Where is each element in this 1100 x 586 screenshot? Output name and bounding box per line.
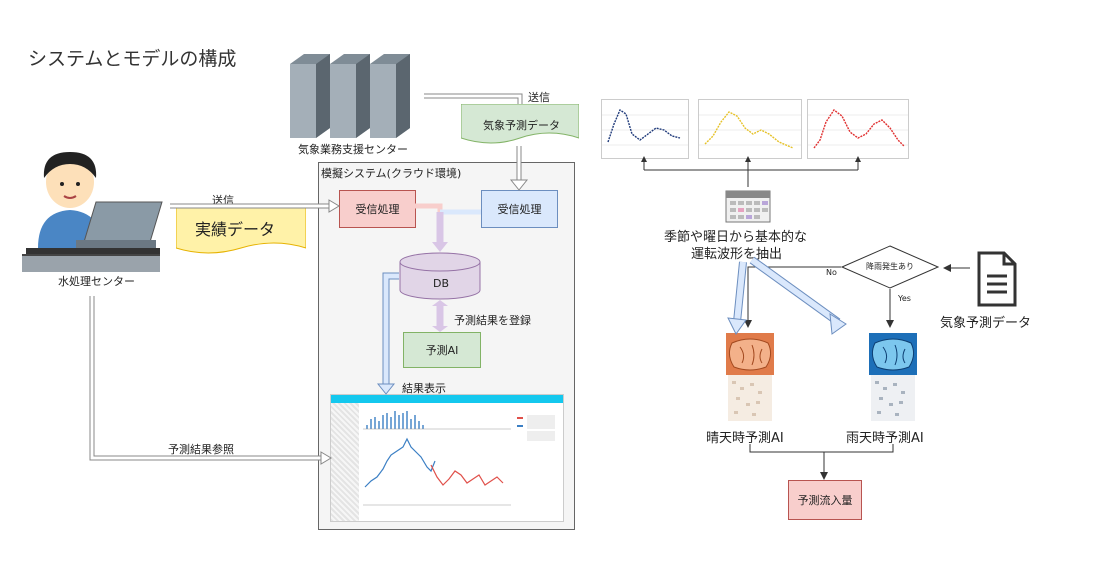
waveform-chart-red — [807, 99, 909, 159]
waveform-chart-yellow — [698, 99, 802, 159]
send-left-label: 送信 — [212, 194, 234, 207]
arrow-calendar-to-charts — [643, 160, 859, 187]
predict-ai-label: 予測AI — [425, 344, 459, 357]
desk — [22, 254, 160, 272]
weather-forecast-doc — [461, 104, 579, 146]
page-title: システムとモデルの構成 — [28, 48, 237, 70]
dashboard-header-bar — [331, 395, 563, 403]
receive-process-left-label: 受信処理 — [355, 203, 400, 216]
weather-center-label: 気象業務支援センター — [298, 143, 408, 156]
weather-forecast-doc-label: 気象予測データ — [483, 119, 560, 132]
rain-decision-label: 降雨発生あり — [866, 262, 914, 271]
actual-line — [364, 437, 436, 488]
operator-person-icon — [26, 140, 166, 255]
receive-process-left: 受信処理 — [339, 190, 416, 228]
rain-ai-label: 雨天時予測AI — [846, 431, 924, 446]
arrow-server-to-doc — [424, 93, 523, 104]
simulation-system-label: 模擬システム(クラウド環境) — [321, 167, 462, 180]
server-rack-icon — [290, 50, 422, 138]
weather-forecast-right-label: 気象予測データ — [940, 316, 1032, 331]
clear-ai-figure — [722, 333, 778, 421]
receive-process-right-label: 受信処理 — [497, 203, 542, 216]
result-ref-label: 予測結果参照 — [168, 443, 234, 456]
predict-ai-box: 予測AI — [403, 332, 481, 368]
document-icon — [976, 250, 1018, 308]
predict-line — [430, 464, 504, 486]
database-cylinder — [399, 252, 481, 300]
no-label: No — [826, 268, 837, 277]
receive-process-right: 受信処理 — [481, 190, 558, 228]
dashboard-noise-panel — [331, 403, 359, 521]
register-label: 予測結果を登録 — [454, 314, 531, 327]
db-label: DB — [433, 277, 450, 290]
inflow-box: 予測流入量 — [788, 480, 862, 520]
result-display-label: 結果表示 — [402, 382, 446, 395]
extract-line1: 季節や曜日から基本的な — [664, 230, 808, 245]
actual-data-doc — [176, 208, 306, 258]
rain-ai-figure — [865, 333, 921, 421]
clear-ai-label: 晴天時予測AI — [706, 431, 784, 446]
waveform-chart-blue — [601, 99, 689, 159]
yes-label: Yes — [898, 294, 911, 303]
result-dashboard-thumbnail — [330, 394, 564, 522]
rain-bars — [366, 411, 424, 429]
actual-data-label: 実績データ — [195, 220, 276, 239]
water-center-label: 水処理センター — [58, 275, 135, 288]
extract-line2: 運転波形を抽出 — [691, 247, 783, 262]
inflow-label: 予測流入量 — [797, 494, 853, 507]
calendar-icon — [725, 187, 771, 223]
send-top-label: 送信 — [528, 91, 550, 104]
arrow-water-to-result — [89, 296, 322, 461]
rain-decision-diamond — [841, 245, 939, 289]
